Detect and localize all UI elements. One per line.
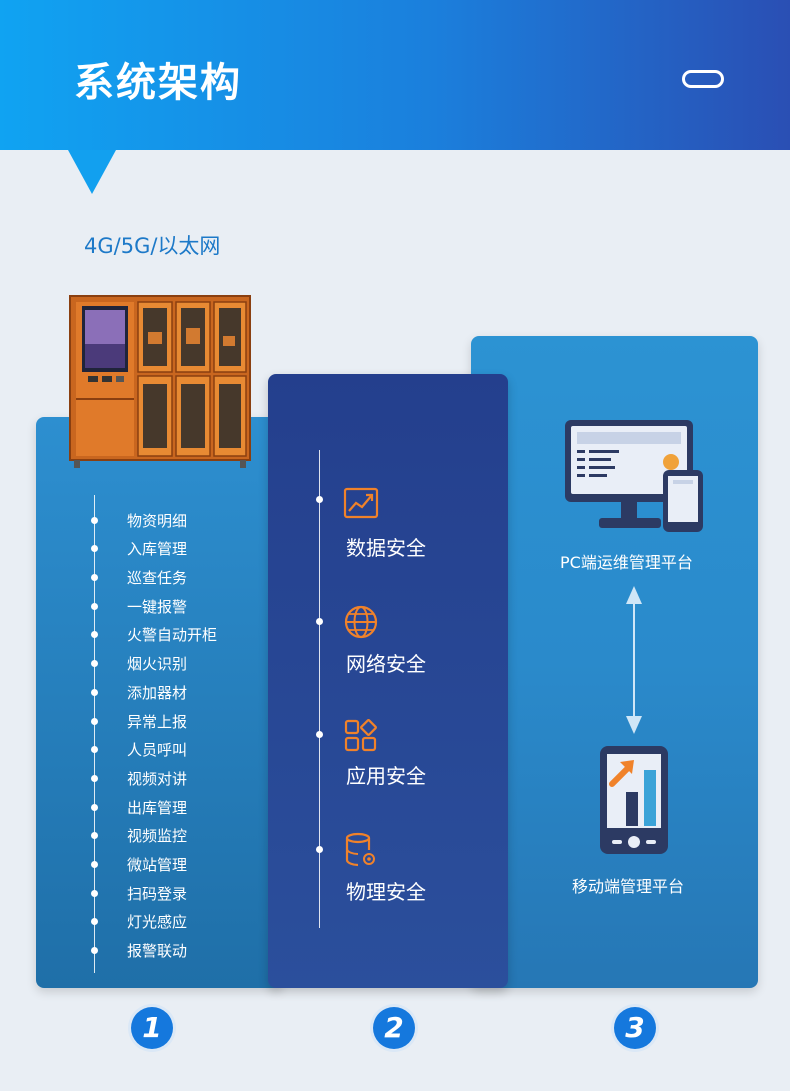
cabinet-illustration xyxy=(69,295,251,468)
security-label: 应用安全 xyxy=(346,764,426,788)
feature-item: 出库管理 xyxy=(91,797,271,819)
feature-label: 火警自动开柜 xyxy=(127,626,218,644)
bullet-dot xyxy=(316,846,323,853)
network-label: 4G/5G/以太网 xyxy=(84,234,221,258)
bullet-dot xyxy=(316,731,323,738)
bullet-dot xyxy=(91,603,98,610)
security-label: 数据安全 xyxy=(346,536,426,560)
globe-icon xyxy=(344,605,378,639)
bullet-dot xyxy=(91,631,98,638)
pill-icon xyxy=(682,70,724,88)
security-label: 物理安全 xyxy=(346,880,426,904)
features-timeline xyxy=(94,495,95,973)
bullet-dot xyxy=(91,689,98,696)
feature-item: 扫码登录 xyxy=(91,883,271,905)
mobile-platform-label: 移动端管理平台 xyxy=(572,877,685,896)
feature-label: 视频监控 xyxy=(127,827,188,845)
bullet-dot xyxy=(316,496,323,503)
feature-item: 巡查任务 xyxy=(91,567,271,589)
feature-item: 视频监控 xyxy=(91,825,271,847)
desktop-monitor-icon xyxy=(565,420,703,532)
feature-item: 一键报警 xyxy=(91,596,271,618)
pointer-triangle xyxy=(68,150,116,194)
feature-item: 入库管理 xyxy=(91,538,271,560)
features-panel xyxy=(36,417,283,988)
feature-label: 异常上报 xyxy=(127,713,188,731)
feature-item: 灯光感应 xyxy=(91,911,271,933)
step-number-3: 3 xyxy=(614,1007,656,1049)
feature-item: 添加器材 xyxy=(91,682,271,704)
feature-label: 报警联动 xyxy=(127,942,188,960)
chart-trend-icon xyxy=(343,487,379,519)
bullet-dot xyxy=(91,718,98,725)
bullet-dot xyxy=(91,746,98,753)
pc-platform-label: PC端运维管理平台 xyxy=(560,553,693,572)
feature-item: 烟火识别 xyxy=(91,653,271,675)
feature-label: 巡查任务 xyxy=(127,569,188,587)
bullet-dot xyxy=(91,890,98,897)
feature-label: 一键报警 xyxy=(127,598,188,616)
bullet-dot xyxy=(91,804,98,811)
feature-label: 烟火识别 xyxy=(127,655,188,673)
header-banner: 系统架构 xyxy=(0,0,790,150)
feature-item: 火警自动开柜 xyxy=(91,624,271,646)
feature-item: 报警联动 xyxy=(91,940,271,962)
step-number-1: 1 xyxy=(131,1007,173,1049)
feature-label: 视频对讲 xyxy=(127,770,188,788)
security-timeline xyxy=(319,450,320,928)
feature-item: 视频对讲 xyxy=(91,768,271,790)
bullet-dot xyxy=(91,660,98,667)
security-label: 网络安全 xyxy=(346,652,426,676)
feature-label: 人员呼叫 xyxy=(127,741,188,759)
bullet-dot xyxy=(91,545,98,552)
bullet-dot xyxy=(91,517,98,524)
security-panel xyxy=(268,374,508,988)
bullet-dot xyxy=(91,832,98,839)
feature-label: 添加器材 xyxy=(127,684,188,702)
feature-label: 出库管理 xyxy=(127,799,188,817)
step-number-2: 2 xyxy=(373,1007,415,1049)
bullet-dot xyxy=(91,947,98,954)
feature-item: 异常上报 xyxy=(91,711,271,733)
mobile-phone-icon xyxy=(600,746,668,854)
feature-label: 扫码登录 xyxy=(127,885,188,903)
feature-item: 物资明细 xyxy=(91,510,271,532)
database-gear-icon xyxy=(345,832,375,867)
apps-grid-icon xyxy=(344,719,377,752)
feature-item: 人员呼叫 xyxy=(91,739,271,761)
page-title: 系统架构 xyxy=(74,60,242,106)
bidirectional-arrow-icon xyxy=(626,586,642,734)
feature-label: 物资明细 xyxy=(127,512,188,530)
feature-item: 微站管理 xyxy=(91,854,271,876)
bullet-dot xyxy=(91,918,98,925)
feature-label: 入库管理 xyxy=(127,540,188,558)
bullet-dot xyxy=(91,861,98,868)
bullet-dot xyxy=(91,775,98,782)
bullet-dot xyxy=(91,574,98,581)
bullet-dot xyxy=(316,618,323,625)
feature-label: 微站管理 xyxy=(127,856,188,874)
feature-label: 灯光感应 xyxy=(127,913,188,931)
